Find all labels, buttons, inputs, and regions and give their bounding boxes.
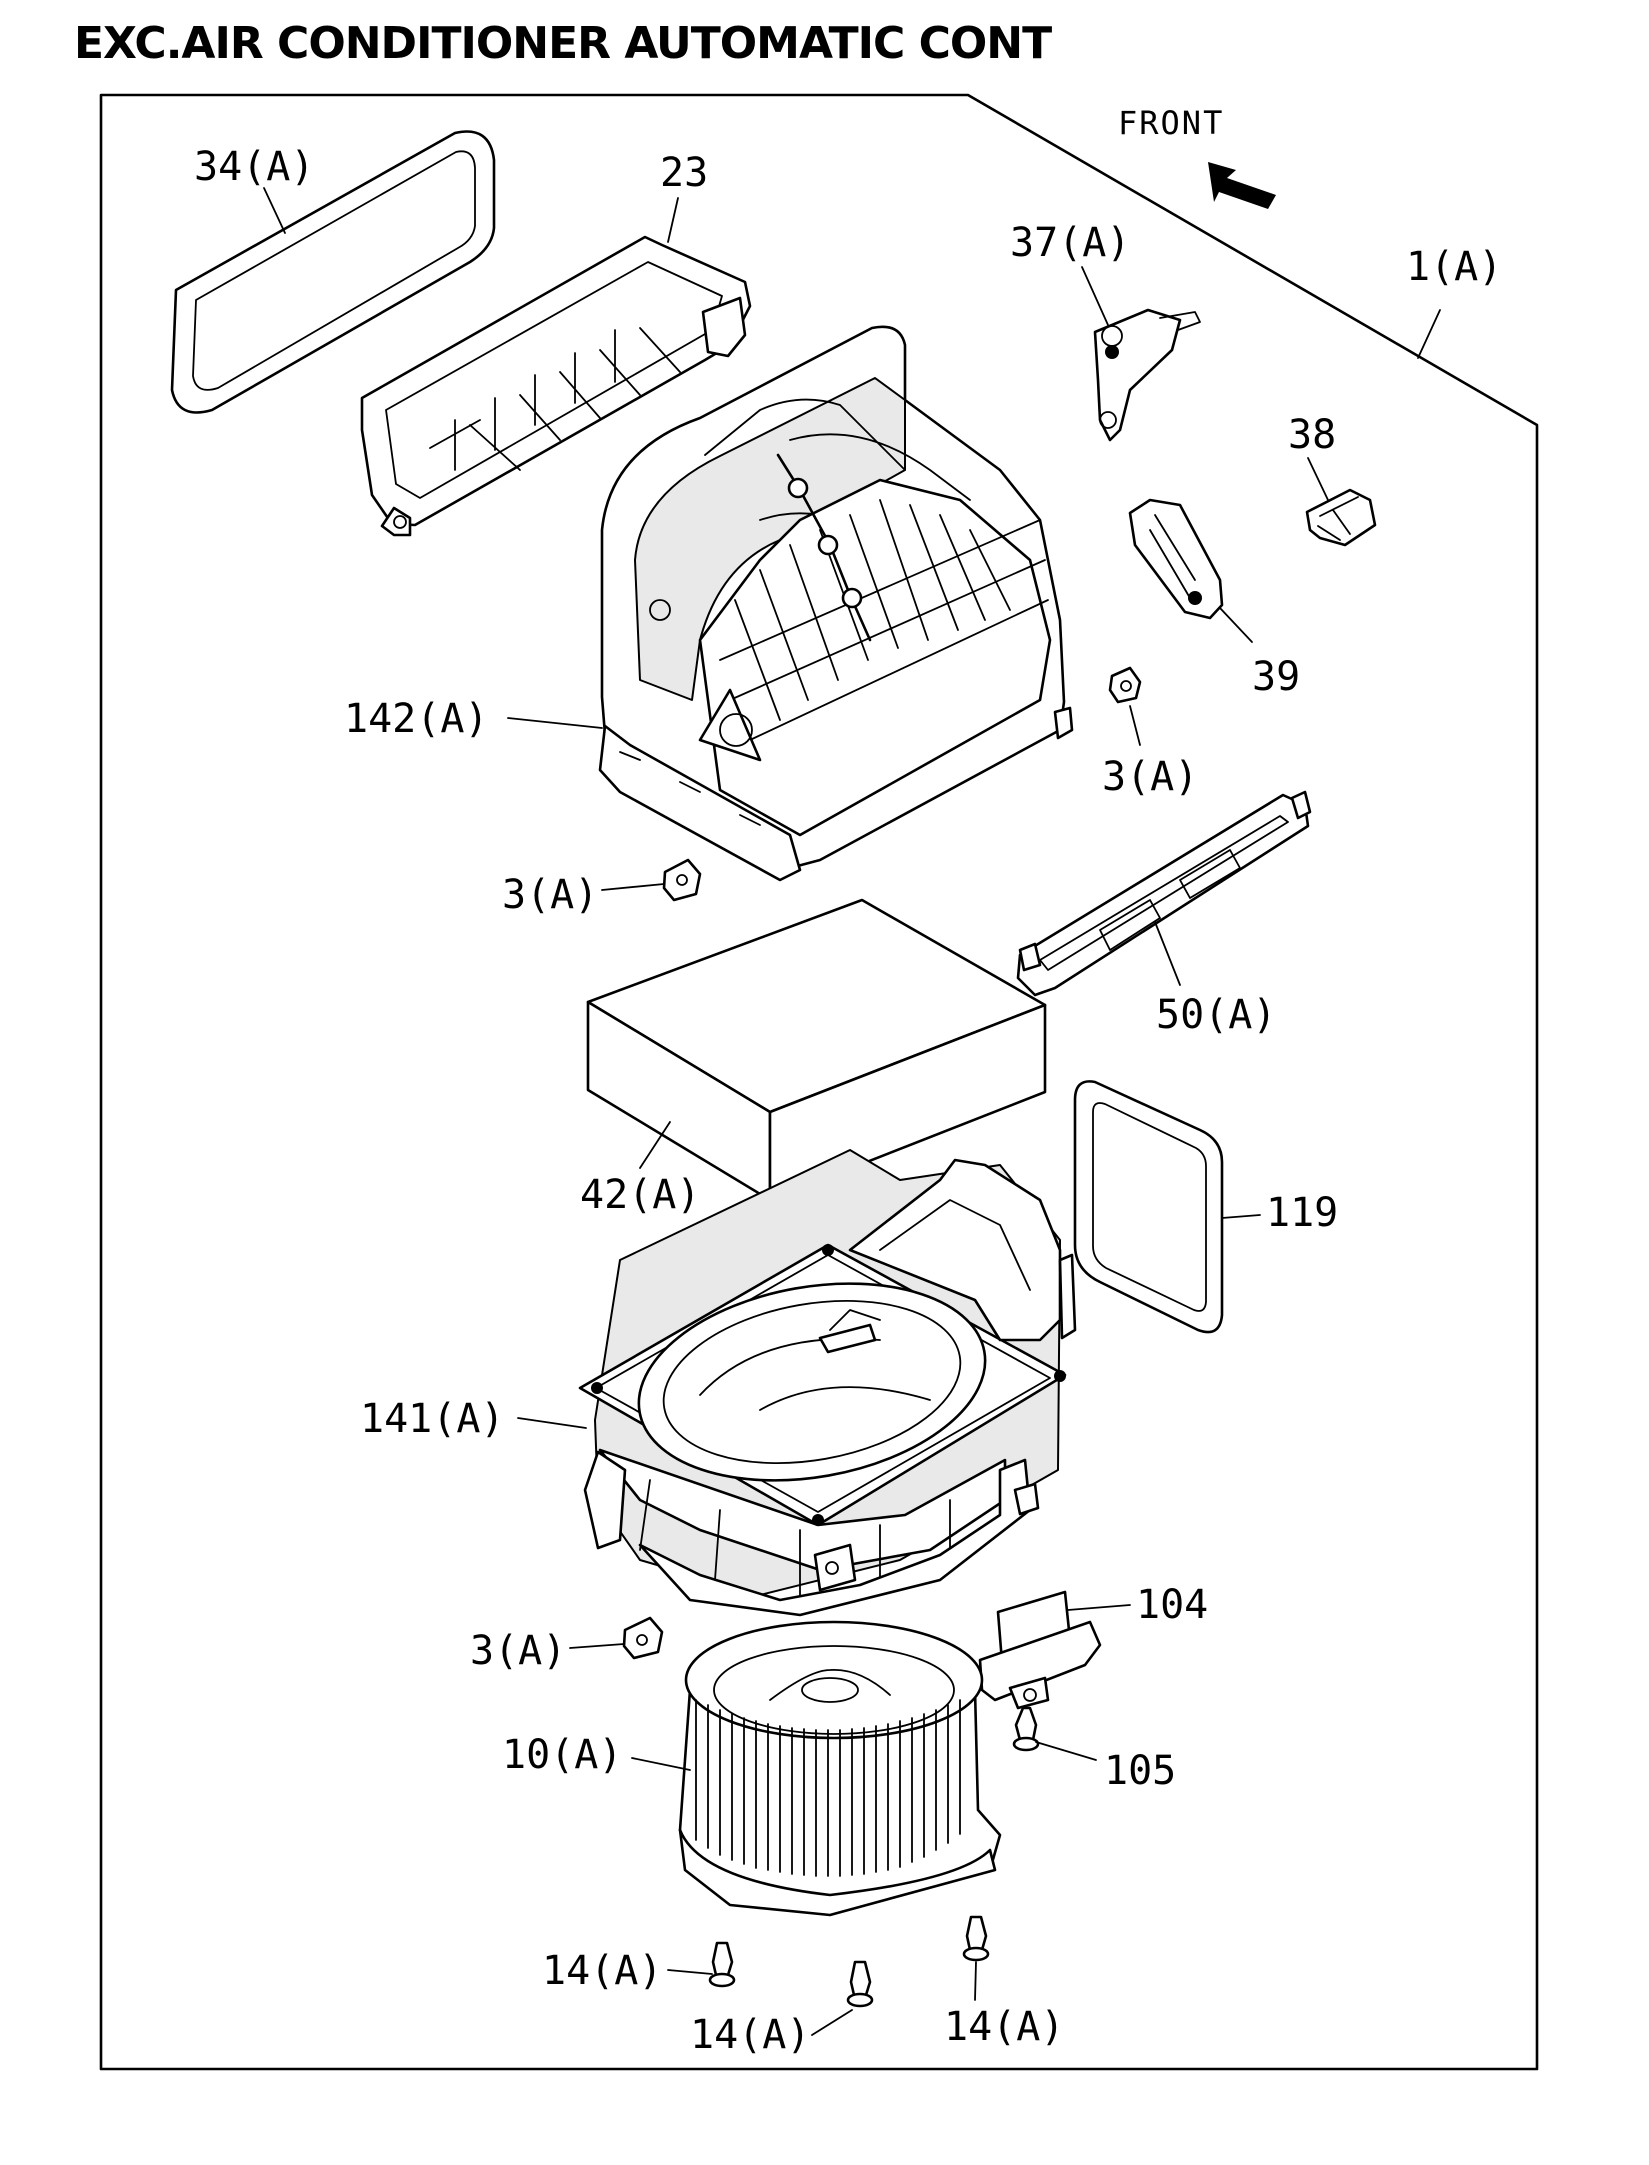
callout-119: 119 — [1266, 1190, 1338, 1236]
part-14-pin-center — [846, 1960, 874, 2008]
callout-39: 39 — [1252, 654, 1300, 700]
part-34-gasket — [170, 130, 496, 414]
callout-104: 104 — [1136, 1582, 1208, 1628]
callout-3-right: 3(A) — [1102, 754, 1198, 800]
part-142-upper-case — [598, 325, 1074, 882]
assembly-frame — [99, 93, 1539, 2071]
callout-14-center: 14(A) — [690, 2012, 810, 2058]
part-50-seal — [1016, 790, 1312, 997]
callout-141: 141(A) — [360, 1396, 505, 1442]
callout-142: 142(A) — [344, 696, 489, 742]
part-3-clip-left — [662, 858, 702, 902]
part-141-lower-case — [578, 1149, 1077, 1617]
part-3-clip-lower — [622, 1616, 664, 1660]
part-105-screw — [1012, 1706, 1040, 1752]
callout-1: 1(A) — [1406, 244, 1502, 290]
front-orientation-indicator: FRONT — [1118, 104, 1276, 209]
part-37-actuator — [1093, 308, 1201, 442]
part-10-blower-fan — [678, 1620, 1002, 1917]
part-42-filter — [586, 898, 1047, 1202]
front-label: FRONT — [1118, 104, 1224, 142]
callout-23: 23 — [660, 150, 708, 196]
callout-labels: 34(A) 23 37(A) 1(A) 38 39 142(A) 3(A) 3(… — [194, 144, 1502, 2058]
part-104-resistor — [978, 1590, 1102, 1710]
part-3-clip-right — [1108, 666, 1142, 704]
callout-3-lower: 3(A) — [470, 1628, 566, 1674]
callout-14-right: 14(A) — [944, 2004, 1064, 2050]
front-arrow-icon — [1208, 162, 1276, 209]
callout-38: 38 — [1288, 412, 1336, 458]
callout-3-left: 3(A) — [502, 872, 598, 918]
callout-10: 10(A) — [502, 1732, 622, 1778]
callout-14-left: 14(A) — [542, 1948, 662, 1994]
callout-105: 105 — [1104, 1748, 1176, 1794]
part-14-pin-right — [962, 1915, 990, 1962]
callout-50: 50(A) — [1156, 992, 1276, 1038]
part-39-lever — [1128, 498, 1224, 620]
callout-34: 34(A) — [194, 144, 314, 190]
part-38-clip — [1305, 488, 1377, 547]
leader-lines — [263, 187, 1441, 2036]
callout-37: 37(A) — [1010, 220, 1130, 266]
part-119-gasket — [1073, 1080, 1224, 1334]
part-23-filter-cover — [360, 235, 752, 537]
diagram-title: EXC.AIR CONDITIONER AUTOMATIC CONT — [74, 18, 1052, 69]
part-14-pin-left — [708, 1941, 736, 1988]
callout-42: 42(A) — [580, 1172, 700, 1218]
